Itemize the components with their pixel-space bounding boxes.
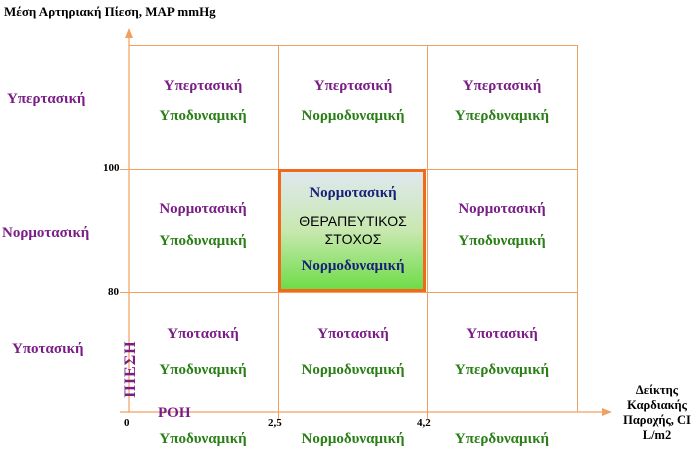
cell-r2c3-top: Νορμοτασική	[458, 201, 546, 217]
cell-r1c1-bottom: Υποδυναμική	[159, 108, 247, 124]
row-label-normotensive: Νορμοτασική	[2, 225, 90, 241]
x-axis-title-line-3: Παροχής, CI	[623, 413, 691, 427]
y-tick-100: 100	[103, 162, 120, 174]
cell-r3c2-bottom: Νορμοδυναμική	[301, 362, 405, 378]
x-axis-title-line-2: Καρδιακής	[627, 398, 687, 412]
x-tick-2-5: 2,5	[268, 417, 282, 429]
col-label-hyperdynamic: Υπερδυναμική	[454, 431, 550, 447]
grid-line-top	[129, 45, 578, 46]
grid-line-80	[120, 292, 578, 293]
col-label-normodynamic: Νορμοδυναμική	[301, 431, 405, 447]
col-label-hypodynamic: Υποδυναμική	[159, 431, 247, 447]
cell-r3c1-bottom: Υποδυναμική	[159, 362, 247, 378]
cell-r3c2-top: Υποτασική	[317, 326, 389, 342]
y-tick-80: 80	[108, 286, 119, 298]
x-tick-4-2: 4,2	[417, 417, 431, 429]
row-label-hypotensive: Υποτασική	[12, 341, 84, 357]
x-axis-title: Δείκτης Καρδιακής Παροχής, CI L/m2	[612, 383, 700, 443]
cell-r2c2-bottom: Νορμοδυναμική	[301, 258, 405, 274]
cell-r1c1-top: Υπερτασική	[163, 78, 243, 94]
y-tick-0: 0	[124, 417, 130, 429]
cell-r1c2-top: Υπερτασική	[313, 78, 393, 94]
grid-line-right	[577, 45, 578, 412]
x-axis-title-line-1: Δείκτης	[635, 383, 679, 397]
cell-r3c3-top: Υποτασική	[466, 326, 538, 342]
cell-r1c2-bottom: Νορμοδυναμική	[301, 108, 405, 124]
row-label-hypertensive: Υπερτασική	[7, 91, 86, 107]
flow-label: ΡΟΗ	[158, 405, 191, 421]
cell-r3c3-bottom: Υπερδυναμική	[454, 362, 550, 378]
cell-r1c3-top: Υπερτασική	[462, 78, 542, 94]
cell-r2c1-top: Νορμοτασική	[159, 201, 247, 217]
cell-r2c1-bottom: Υποδυναμική	[159, 233, 247, 249]
therapeutic-target-box	[278, 169, 426, 292]
cell-r3c1-top: Υποτασική	[167, 326, 239, 342]
x-axis-title-line-4: L/m2	[642, 428, 672, 442]
cell-r1c3-bottom: Υπερδυναμική	[454, 108, 550, 124]
target-label-line-2: ΣΤΟΧΟΣ	[324, 231, 382, 247]
target-label-line-1: ΘΕΡΑΠΕΥΤΙΚΟΣ	[299, 213, 407, 229]
grid-line-42	[427, 45, 428, 420]
cell-r2c2-top: Νορμοτασική	[309, 185, 397, 201]
y-axis-title: Μέση Αρτηριακή Πίεση, MAP mmHg	[4, 4, 216, 19]
cell-r2c3-bottom: Υποδυναμική	[458, 233, 546, 249]
